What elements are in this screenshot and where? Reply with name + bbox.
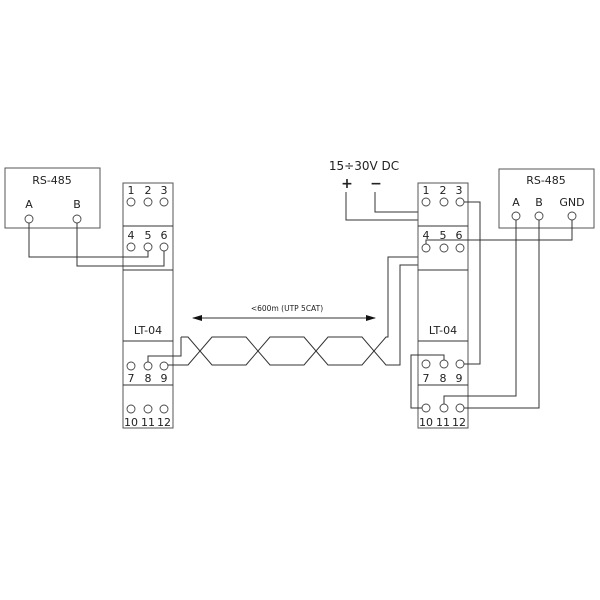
terminal-a [24, 214, 34, 224]
terminal-label: 5 [440, 229, 447, 242]
terminal-label: 7 [423, 372, 430, 385]
terminal-label: 9 [456, 372, 463, 385]
twisted-pair-cable [168, 252, 461, 366]
pin-label-b: B [535, 196, 543, 209]
terminal-label: 1 [423, 184, 430, 197]
terminal-label: 10 [124, 416, 138, 429]
left-lt04-module: 1 2 3 4 5 6 LT-04 7 8 9 10 11 12 [122, 182, 174, 429]
terminal-gnd [567, 211, 577, 221]
terminal-b [72, 214, 82, 224]
terminal-label: 4 [423, 229, 430, 242]
right-wires [410, 201, 573, 409]
module-name: LT-04 [134, 324, 162, 337]
right-rs485-device: RS-485 A B GND [498, 168, 595, 229]
minus-sign: − [370, 176, 382, 192]
terminal-label: 11 [436, 416, 450, 429]
terminal-label: 10 [419, 416, 433, 429]
cable-label: <600m (UTP 5CAT) [251, 304, 323, 313]
terminal-label: 3 [161, 184, 168, 197]
device-title: RS-485 [526, 174, 566, 187]
pin-label-gnd: GND [559, 196, 584, 209]
terminal-label: 1 [128, 184, 135, 197]
terminal-label: 12 [157, 416, 171, 429]
pin-label-a: A [512, 196, 520, 209]
cable-length-annotation: <600m (UTP 5CAT) [192, 304, 376, 321]
power-label: 15÷30V DC [329, 159, 399, 173]
pin-label-b: B [73, 198, 81, 211]
terminal-label: 6 [456, 229, 463, 242]
right-lt04-module: 1 2 3 4 5 6 LT-04 7 8 9 10 11 12 [417, 182, 469, 429]
left-rs485-device: RS-485 A B [4, 167, 101, 229]
terminal-label: 4 [128, 229, 135, 242]
terminal-a [511, 211, 521, 221]
module-name: LT-04 [429, 324, 457, 337]
terminal-label: 8 [440, 372, 447, 385]
terminal-label: 9 [161, 372, 168, 385]
terminal-b [534, 211, 544, 221]
terminal-label: 7 [128, 372, 135, 385]
device-title: RS-485 [32, 174, 72, 187]
terminal-label: 11 [141, 416, 155, 429]
terminal-label: 12 [452, 416, 466, 429]
terminal-label: 6 [161, 229, 168, 242]
terminal-label: 3 [456, 184, 463, 197]
terminal-label: 8 [145, 372, 152, 385]
left-wires [28, 223, 182, 362]
pin-label-a: A [25, 198, 33, 211]
terminal-label: 2 [440, 184, 447, 197]
terminal-label: 2 [145, 184, 152, 197]
terminal-circles [126, 197, 169, 414]
terminal-label: 5 [145, 229, 152, 242]
plus-sign: + [341, 176, 353, 192]
